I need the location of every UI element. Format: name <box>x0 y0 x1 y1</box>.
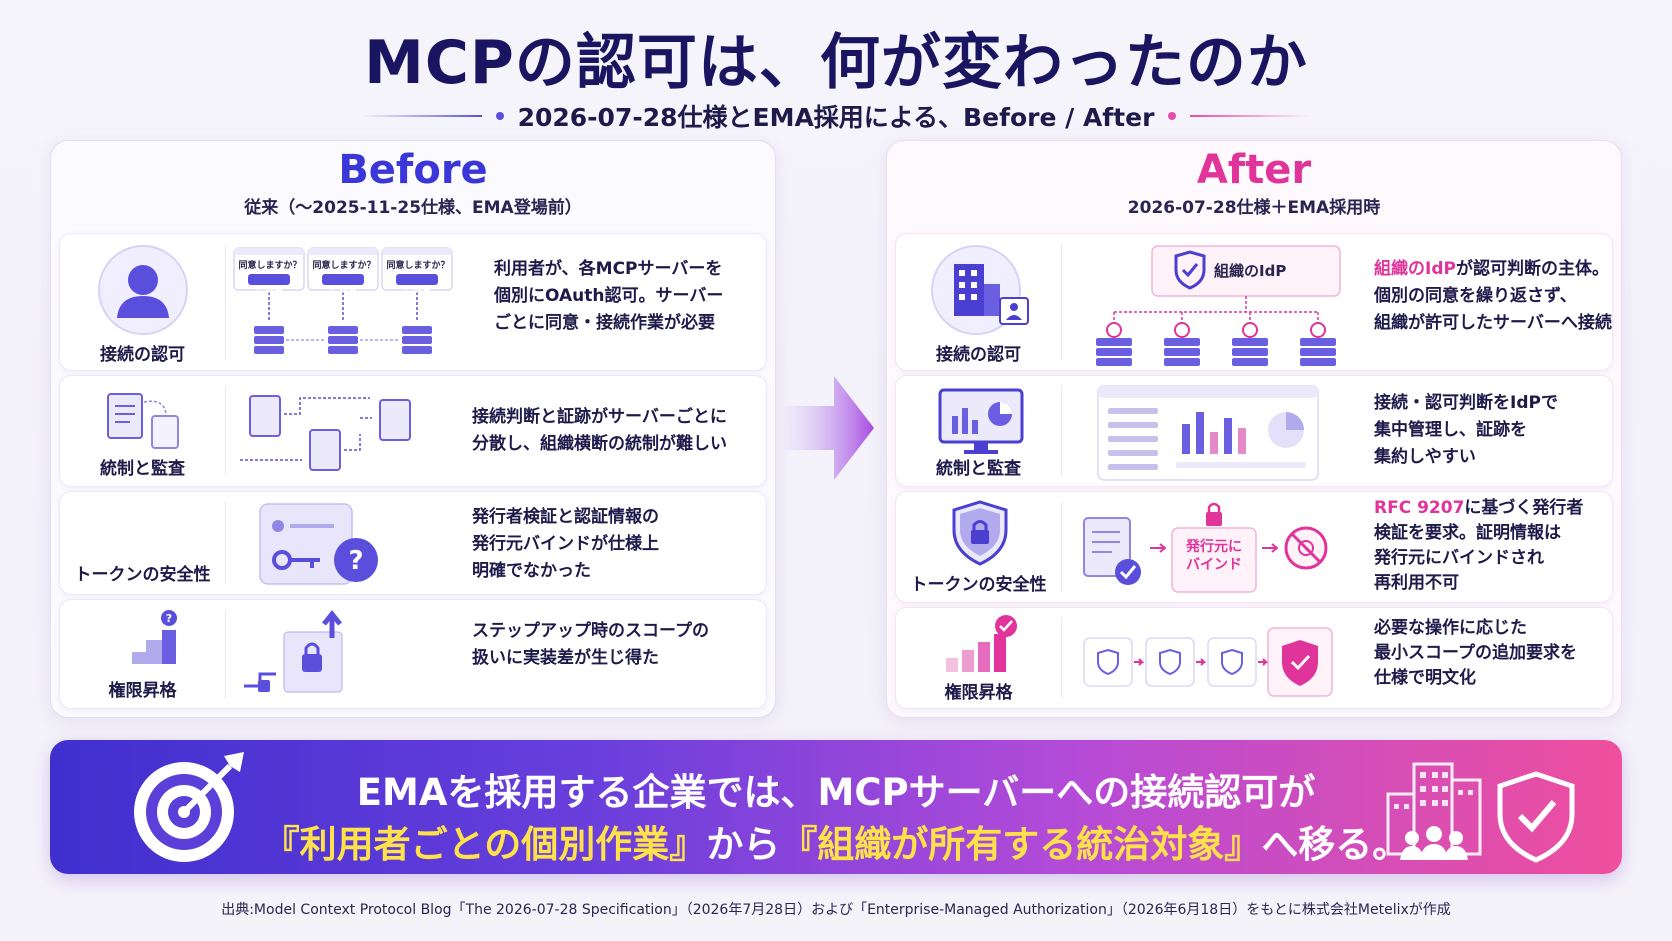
row-divider <box>1061 502 1062 592</box>
consent-prompt-3: 同意しますか？ <box>386 261 450 271</box>
consent-button-1: ✓ 同意 <box>254 286 284 296</box>
row-divider <box>225 386 226 476</box>
consent-prompt-1: 同意しますか？ <box>238 261 302 271</box>
consent-dialog-1 <box>233 247 305 291</box>
credential-question-icon: ? <box>259 503 378 585</box>
row-label: 接続の認可 <box>100 345 185 365</box>
organization-shield-icon <box>1386 762 1575 863</box>
consent-dialog-2 <box>307 247 379 291</box>
page-title: MCPの認可は、何が変わったのか <box>364 28 1308 98</box>
target-arrow-icon <box>134 752 244 862</box>
page-subtitle: 2026-07-28仕様とEMA採用による、Before / After <box>517 103 1155 132</box>
row-description: 組織のIdPが認可判断の主体。 個別の同意を繰り返さず、 組織が許可したサーバー… <box>1374 259 1612 333</box>
consent-dialogs-diagram <box>233 247 453 354</box>
row-description: 利用者が、各MCPサーバーを 個別にOAuth認可。サーバー ごとに同意・接続作… <box>494 259 724 333</box>
row-divider <box>225 502 226 584</box>
svg-text:?: ? <box>348 546 363 576</box>
bind-label: 発行元に バインド <box>1186 539 1242 573</box>
issuer-binding-diagram <box>1083 502 1328 593</box>
row-divider <box>225 610 226 698</box>
after-row-connection: 接続の認可 組織のIdP 組織のIdPが認可判断の主体。 <box>895 233 1613 371</box>
after-subtitle: 2026-07-28仕様＋EMA採用時 <box>1127 198 1381 218</box>
before-title: Before <box>338 147 488 193</box>
after-panel: After 2026-07-28仕様＋EMA採用時 接続の認可 <box>886 140 1622 718</box>
dashboard-monitor-icon <box>938 388 1024 454</box>
before-row-governance: 統制と監査 接続判断と証跡がサーバーごとに 分散し、組織横断の統制が難しい <box>59 375 767 487</box>
row-label: 権限昇格 <box>944 683 1013 703</box>
consent-prompt-2: 同意しますか？ <box>312 261 376 271</box>
rising-bars-check-icon <box>946 615 1017 672</box>
before-panel: Before 従来（〜2025-11-25仕様、EMA登場前） 接続の認可 <box>50 140 776 718</box>
row-label: 接続の認可 <box>936 345 1021 365</box>
row-label: トークンの安全性 <box>910 575 1047 595</box>
after-row-governance: 統制と監査 接続・認可判断をIdPで 集中管理し、証跡を 集約しやすい <box>895 375 1613 487</box>
before-row-token-security: トークンの安全性 ? 発行者検証と認証情報の 発行元バインドが仕様上 明確でなか… <box>59 491 767 595</box>
row-label: 統制と監査 <box>936 459 1021 479</box>
before-subtitle: 従来（〜2025-11-25仕様、EMA登場前） <box>244 198 582 218</box>
row-divider <box>1061 244 1062 360</box>
stairs-question-icon: ? <box>116 610 177 664</box>
row-description: ステップアップ時のスコープの 扱いに実装差が生じ得た <box>472 621 709 668</box>
after-row-privilege-escalation: 権限昇格 必要な操作に応じた 最小スコープの追加 <box>895 607 1613 709</box>
transition-arrow-icon <box>784 376 874 480</box>
row-divider <box>1061 618 1062 698</box>
banner-line-2: 『利用者ごとの個別作業』から『組織が所有する統治対象』へ移る。 <box>262 823 1410 866</box>
central-dashboard-illustration <box>1097 385 1319 481</box>
after-title: After <box>1196 147 1312 193</box>
subtitle-dot-left <box>495 112 504 120</box>
before-header: Before 従来（〜2025-11-25仕様、EMA登場前） <box>51 147 775 218</box>
row-divider <box>1061 386 1062 476</box>
row-description: 接続・認可判断をIdPで 集中管理し、証跡を 集約しやすい <box>1374 393 1558 467</box>
row-label: 統制と監査 <box>100 459 185 479</box>
source-citation: 出典:Model Context Protocol Blog「The 2026-… <box>221 902 1451 918</box>
consent-button-3: ✓ 同意 <box>402 286 432 296</box>
after-row-token-security: トークンの安全性 発行元に バインド RFC 9207に基づく発行者 検証を要求… <box>895 491 1613 603</box>
row-label: 権限昇格 <box>108 681 177 701</box>
documents-icon <box>107 393 179 449</box>
row-description: RFC 9207に基づく発行者 検証を要求。証明情報は 発行元にバインドされ 再… <box>1374 498 1584 593</box>
idp-hierarchy-diagram <box>1096 245 1341 366</box>
shield-lock-icon <box>952 500 1008 566</box>
row-description: 必要な操作に応じた 最小スコープの追加要求を 仕様で明文化 <box>1374 618 1577 688</box>
consent-button-2: ✓ 同意 <box>328 286 358 296</box>
subtitle-dot-right <box>1168 112 1177 120</box>
idp-label: 組織のIdP <box>1214 262 1287 280</box>
subtitle-line-left <box>361 115 482 117</box>
step-up-lock-icon <box>244 609 343 693</box>
row-label: トークンの安全性 <box>74 565 211 585</box>
after-header: After 2026-07-28仕様＋EMA採用時 <box>887 147 1621 218</box>
distributed-documents-diagram <box>240 395 411 471</box>
consent-dialog-3 <box>381 247 453 291</box>
organization-building-icon <box>931 245 1029 335</box>
subtitle-line-right <box>1190 115 1311 117</box>
row-description: 接続判断と証跡がサーバーごとに 分散し、組織横断の統制が難しい <box>472 407 727 454</box>
before-row-connection: 接続の認可 <box>59 233 767 371</box>
row-description: 発行者検証と認証情報の 発行元バインドが仕様上 明確でなかった <box>472 507 659 581</box>
before-row-privilege-escalation: ? 権限昇格 ステップアップ時のスコープの 扱いに実装差が生じ得た <box>59 599 767 709</box>
minimal-scope-shields-diagram <box>1083 627 1333 697</box>
summary-banner: EMAを採用する企業では、MCPサーバーへの接続認可が 『利用者ごとの個別作業』… <box>50 740 1622 874</box>
user-icon <box>98 245 188 335</box>
subtitle-row: 2026-07-28仕様とEMA採用による、Before / After <box>0 96 1672 136</box>
svg-text:?: ? <box>166 612 172 625</box>
banner-line-1: EMAを採用する企業では、MCPサーバーへの接続認可が <box>356 771 1316 814</box>
row-divider <box>225 244 226 360</box>
